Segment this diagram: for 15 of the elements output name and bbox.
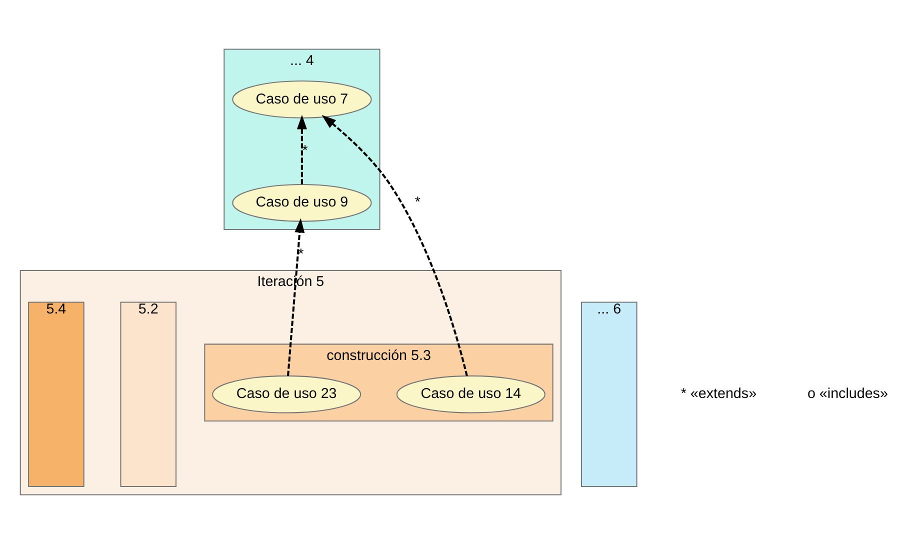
node-ellipse: Caso de uso 9 <box>232 184 372 222</box>
edge-label: * <box>414 194 420 211</box>
arrow <box>322 115 468 376</box>
node-ellipse: Caso de uso 14 <box>396 375 546 414</box>
arrow <box>286 218 305 376</box>
node-ellipse: Caso de uso 23 <box>212 375 362 414</box>
edge-label: * <box>302 142 308 159</box>
node-ellipse: Caso de uso 7 <box>232 80 372 118</box>
node-box: 5.2 <box>120 302 177 488</box>
label: * «extends» <box>680 386 757 402</box>
label: o «includes» <box>807 386 888 402</box>
node-box: 5.4 <box>28 302 84 488</box>
node-box: ... 6 <box>580 302 638 488</box>
arrow <box>296 114 307 184</box>
edge-label: * <box>298 246 304 262</box>
